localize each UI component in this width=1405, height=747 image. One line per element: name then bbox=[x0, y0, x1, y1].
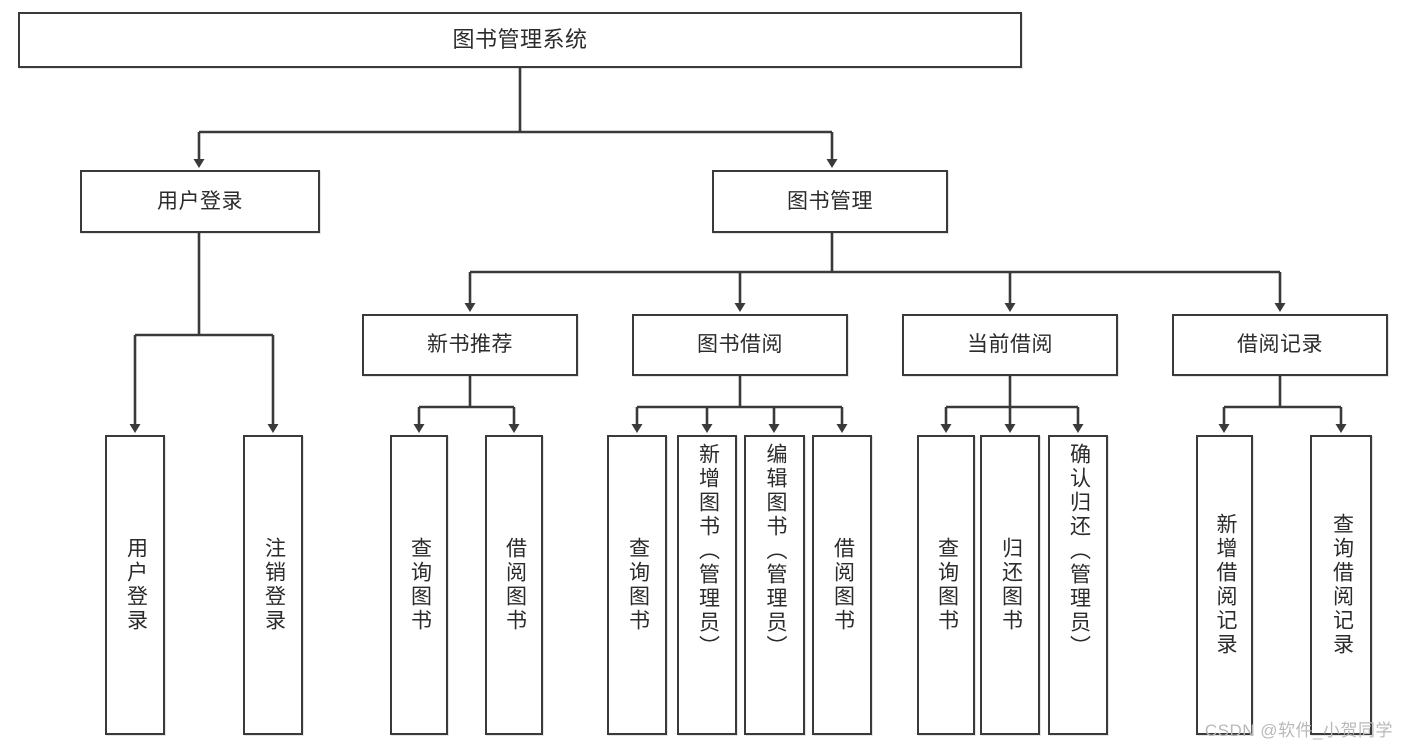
node-leaf-user-login[interactable]: 用户登录 bbox=[105, 435, 165, 735]
node-root[interactable]: 图书管理系统 bbox=[18, 12, 1022, 68]
node-book-borrow-label: 图书借阅 bbox=[697, 333, 783, 357]
node-leaf-add-borrow-record-label: 新增借阅记录 bbox=[1213, 513, 1237, 657]
node-leaf-return-book-label: 归还图书 bbox=[999, 537, 1023, 633]
node-user-login-label: 用户登录 bbox=[157, 189, 243, 213]
node-book-management-label: 图书管理 bbox=[787, 189, 873, 213]
node-leaf-query-book-recommend-label: 查询图书 bbox=[408, 537, 432, 633]
watermark: CSDN @软件_小贺同学 bbox=[1204, 721, 1393, 740]
node-borrow-record[interactable]: 借阅记录 bbox=[1172, 314, 1388, 376]
node-borrow-record-label: 借阅记录 bbox=[1237, 333, 1323, 357]
node-leaf-add-book-admin[interactable]: 新增图书（管理员） bbox=[677, 435, 737, 735]
node-leaf-user-login-label: 用户登录 bbox=[124, 537, 148, 633]
node-leaf-return-book[interactable]: 归还图书 bbox=[980, 435, 1040, 735]
node-leaf-user-logout-label: 注销登录 bbox=[262, 537, 286, 633]
node-book-management[interactable]: 图书管理 bbox=[712, 170, 948, 233]
node-leaf-confirm-return-admin[interactable]: 确认归还（管理员） bbox=[1048, 435, 1108, 735]
node-leaf-borrow-book-recommend-label: 借阅图书 bbox=[503, 537, 527, 633]
node-leaf-edit-book-admin[interactable]: 编辑图书（管理员） bbox=[744, 435, 805, 735]
node-leaf-add-book-admin-label: 新增图书（管理员） bbox=[696, 443, 720, 659]
node-leaf-query-book-label: 查询图书 bbox=[626, 537, 650, 633]
node-book-borrow[interactable]: 图书借阅 bbox=[632, 314, 848, 376]
node-current-borrow[interactable]: 当前借阅 bbox=[902, 314, 1118, 376]
node-leaf-query-book[interactable]: 查询图书 bbox=[607, 435, 667, 735]
node-current-borrow-label: 当前借阅 bbox=[967, 333, 1053, 357]
node-new-book-recommend-label: 新书推荐 bbox=[427, 333, 513, 357]
node-leaf-query-book-current-label: 查询图书 bbox=[935, 537, 959, 633]
node-leaf-query-borrow-record-label: 查询借阅记录 bbox=[1330, 513, 1354, 657]
node-leaf-borrow-book-label: 借阅图书 bbox=[831, 537, 855, 633]
node-leaf-borrow-book[interactable]: 借阅图书 bbox=[812, 435, 872, 735]
node-root-label: 图书管理系统 bbox=[452, 26, 588, 52]
node-leaf-confirm-return-admin-label: 确认归还（管理员） bbox=[1067, 443, 1091, 659]
node-leaf-query-book-current[interactable]: 查询图书 bbox=[917, 435, 975, 735]
node-new-book-recommend[interactable]: 新书推荐 bbox=[362, 314, 578, 376]
node-leaf-add-borrow-record[interactable]: 新增借阅记录 bbox=[1196, 435, 1253, 735]
node-leaf-user-logout[interactable]: 注销登录 bbox=[243, 435, 303, 735]
node-leaf-query-book-recommend[interactable]: 查询图书 bbox=[390, 435, 448, 735]
node-leaf-borrow-book-recommend[interactable]: 借阅图书 bbox=[485, 435, 543, 735]
node-user-login[interactable]: 用户登录 bbox=[80, 170, 320, 233]
node-leaf-edit-book-admin-label: 编辑图书（管理员） bbox=[763, 443, 787, 659]
node-leaf-query-borrow-record[interactable]: 查询借阅记录 bbox=[1310, 435, 1372, 735]
